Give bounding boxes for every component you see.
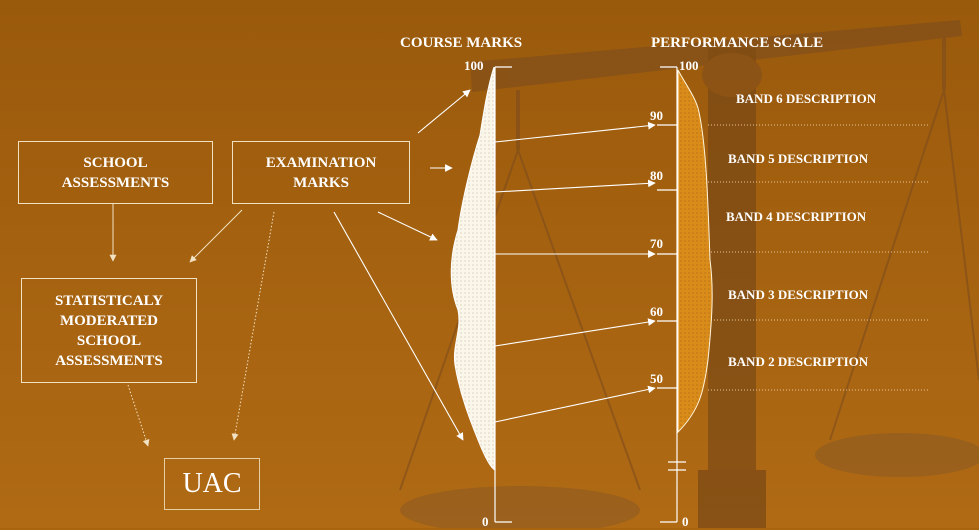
school-assessments-box: SCHOOL ASSESSMENTS — [18, 141, 213, 204]
perf-axis-top-label: 100 — [679, 58, 699, 73]
uac-label: UAC — [182, 468, 242, 499]
performance-distribution — [677, 69, 713, 434]
course-axis-bottom-label: 0 — [482, 514, 489, 529]
examination-marks-label: EXAMINATION MARKS — [265, 154, 377, 191]
course-marks-header: COURSE MARKS — [400, 35, 523, 51]
performance-scale-axis — [657, 66, 686, 523]
band-4-description: BAND 4 DESCRIPTION — [726, 209, 867, 224]
perf-tick-label: 80 — [650, 168, 663, 183]
band-5-description: BAND 5 DESCRIPTION — [728, 151, 869, 166]
moderated-assessments-box: STATISTICALY MODERATED SCHOOL ASSESSMENT… — [21, 278, 197, 383]
perf-tick-label: 50 — [650, 371, 663, 386]
band-3-description: BAND 3 DESCRIPTION — [728, 287, 869, 302]
uac-box: UAC — [164, 458, 260, 510]
course-axis-top-label: 100 — [464, 58, 484, 73]
perf-axis-bottom-label: 0 — [682, 514, 689, 529]
flow-arrows — [109, 203, 275, 447]
perf-tick-label: 70 — [650, 236, 663, 251]
course-marks-distribution — [450, 66, 496, 471]
perf-tick-label: 90 — [650, 108, 663, 123]
course-marks-axis — [494, 66, 512, 523]
band-separators — [708, 124, 928, 391]
mapping-arrows — [494, 121, 656, 423]
balance-scale-icon — [399, 20, 979, 528]
performance-scale-header: PERFORMANCE SCALE — [651, 35, 824, 51]
perf-tick-label: 60 — [650, 304, 663, 319]
exam-arrows — [333, 89, 471, 441]
examination-marks-box: EXAMINATION MARKS — [232, 141, 410, 204]
school-assessments-label: SCHOOL ASSESSMENTS — [61, 154, 170, 191]
band-6-description: BAND 6 DESCRIPTION — [736, 91, 877, 106]
moderated-assessments-label: STATISTICALY MODERATED SCHOOL ASSESSMENT… — [54, 292, 164, 369]
band-2-description: BAND 2 DESCRIPTION — [728, 354, 869, 369]
